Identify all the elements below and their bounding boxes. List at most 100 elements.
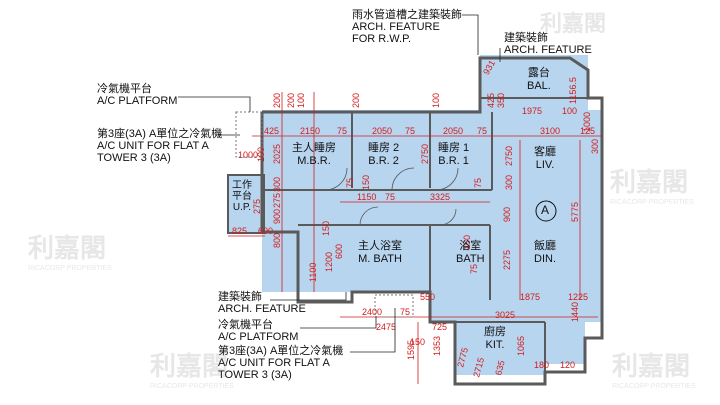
room-up-cn2: 平台 bbox=[232, 191, 252, 202]
dim-top-9: 3100 bbox=[540, 126, 560, 136]
room-liv: 客廳 LIV. bbox=[534, 146, 556, 172]
watermark-bottom-right-en: RICACORP PROPERTIES bbox=[612, 383, 696, 390]
up-wall bbox=[227, 174, 265, 234]
room-bath-en: BATH bbox=[456, 253, 485, 265]
callout-arch-top: 建築裝飾 ARCH. FEATURE bbox=[504, 32, 592, 56]
dim-misc-17: 150 bbox=[462, 235, 472, 250]
room-br1-en: B.R. 1 bbox=[438, 155, 469, 167]
room-bal-cn: 露台 bbox=[527, 67, 550, 79]
dim-vleft-1: 2025 bbox=[272, 144, 282, 164]
callout-ac-bottom: 冷氣機平台 A/C PLATFORM bbox=[218, 319, 298, 343]
dim-misc-10: 350 bbox=[496, 93, 506, 108]
room-kit-en: KIT. bbox=[485, 339, 505, 351]
room-din-cn: 飯廳 bbox=[534, 240, 556, 252]
watermark-right: 利嘉閣 RICACORP PROPERTIES bbox=[610, 162, 694, 206]
floor-din-extension bbox=[545, 292, 585, 364]
ac-platform-bottom-box bbox=[374, 294, 414, 318]
dim-vright-7: 1353 bbox=[432, 336, 442, 356]
dim-top-3: 2050 bbox=[372, 126, 392, 136]
dim-misc-14: 300 bbox=[590, 139, 600, 154]
dim-left-0: 825 bbox=[232, 226, 247, 236]
floor-balcony bbox=[480, 55, 588, 110]
dim-vright-1: 300 bbox=[504, 175, 514, 190]
door-br2 bbox=[391, 167, 415, 191]
callout-arch-bottom-cn: 建築裝飾 bbox=[218, 291, 262, 303]
dim-top-10: 125 bbox=[580, 126, 595, 136]
callout-rwp-en2: FOR R.W.P. bbox=[352, 33, 412, 45]
floor-mbath-area bbox=[352, 230, 430, 292]
callout-ac-top: 冷氣機平台 A/C PLATFORM bbox=[97, 83, 177, 107]
watermark-bottom-right: 利嘉閣 RICACORP PROPERTIES bbox=[612, 346, 696, 390]
dim-misc-7: 75 bbox=[473, 178, 483, 188]
watermark-top-cn: 利嘉閣 bbox=[540, 11, 607, 36]
dim-misc-16: 275 bbox=[252, 199, 262, 214]
floor-kitchen bbox=[455, 320, 545, 375]
room-br2-en: B.R. 2 bbox=[368, 155, 399, 167]
callout-arch-top-cn: 建築裝飾 bbox=[504, 32, 548, 44]
dim-top-0: 425 bbox=[264, 126, 279, 136]
dim-bottom-8: 550 bbox=[420, 292, 435, 302]
dim-misc-23: 120 bbox=[560, 360, 575, 370]
room-mbath-cn: 主人浴室 bbox=[358, 240, 402, 252]
dim-vright-2: 5775 bbox=[570, 202, 580, 222]
dim-top-5: 2050 bbox=[443, 126, 463, 136]
dim-mid-2: 3325 bbox=[430, 192, 450, 202]
leader-arch-bottom bbox=[270, 292, 347, 301]
dim-vleft-7: 1100 bbox=[308, 263, 318, 282]
callout-unit-top: 第3座(3A) A單位之冷氣機 A/C UNIT FOR FLAT A TOWE… bbox=[97, 128, 222, 164]
callout-unit-top-en2: TOWER 3 (3A) bbox=[97, 152, 171, 164]
room-liv-cn: 客廳 bbox=[534, 146, 556, 158]
callout-rwp: 雨水管道槽之建築裝飾 ARCH. FEATURE FOR R.W.P. bbox=[352, 9, 462, 45]
dim-top-8: 100 bbox=[562, 106, 577, 116]
watermark-bottom-left-cn: 利嘉閣 bbox=[150, 351, 229, 381]
room-mbath: 主人浴室 M. BATH bbox=[358, 240, 402, 266]
room-br1-cn: 睡房 1 bbox=[438, 142, 470, 154]
dim-misc-21: 635 bbox=[493, 359, 507, 376]
watermark-right-cn: 利嘉閣 bbox=[610, 167, 689, 197]
dim-bottom-5: 1875 bbox=[520, 292, 540, 302]
dim-misc-5: 75 bbox=[345, 178, 355, 188]
door-mbath bbox=[359, 206, 379, 226]
dim-vleft-2: 300 bbox=[272, 177, 282, 192]
door-mbr bbox=[324, 167, 348, 191]
room-liv-en: LIV. bbox=[535, 159, 555, 171]
callout-arch-top-en: ARCH. FEATURE bbox=[504, 44, 592, 56]
watermark-bottom-left: 利嘉閣 RICACORP PROPERTIES bbox=[150, 346, 234, 390]
dim-bottom-2: 2475 bbox=[376, 322, 396, 332]
dim-vright-8: 2275 bbox=[502, 250, 512, 270]
floor-up bbox=[228, 175, 264, 233]
callout-unit-top-en1: A/C UNIT FOR FLAT A bbox=[97, 140, 209, 152]
dim-mid-1: 75 bbox=[385, 192, 395, 202]
room-up: 工作 平台 U.P. bbox=[232, 180, 252, 213]
room-din: 飯廳 DIN. bbox=[534, 240, 556, 266]
dim-top-1: 2150 bbox=[300, 126, 320, 136]
room-bath-cn: 浴室 bbox=[459, 240, 482, 252]
dim-top-7: 1975 bbox=[522, 106, 542, 116]
watermark-left-en: RICACORP PROPERTIES bbox=[28, 265, 112, 272]
dim-misc-9: 425 bbox=[486, 93, 496, 108]
callout-unit-bottom-cn: 第3座(3A) A單位之冷氣機 bbox=[218, 345, 344, 357]
ac-platforms bbox=[235, 111, 414, 318]
room-up-en: U.P. bbox=[232, 202, 252, 213]
watermark-bottom-left-en: RICACORP PROPERTIES bbox=[150, 383, 234, 390]
outer-wall bbox=[260, 56, 604, 386]
callout-ac-bottom-en: A/C PLATFORM bbox=[218, 331, 299, 343]
dim-bottom-4: 3025 bbox=[495, 310, 515, 320]
callout-unit-bottom-en2: TOWER 3 (3A) bbox=[218, 369, 292, 381]
dim-misc-13: 1000 bbox=[238, 150, 258, 160]
room-bath: 浴室 BATH bbox=[456, 240, 485, 266]
room-kit: 廚房 KIT. bbox=[484, 326, 506, 352]
watermark-bottom-right-cn: 利嘉閣 bbox=[612, 351, 691, 381]
callout-ac-top-en: A/C PLATFORM bbox=[97, 95, 178, 107]
dim-vleft-3: 275 bbox=[272, 193, 282, 208]
dim-misc-18: 75 bbox=[469, 264, 479, 274]
watermark-left-cn: 利嘉閣 bbox=[28, 233, 107, 263]
dim-vleft-5: 800 bbox=[272, 233, 282, 248]
room-mbr: 主人睡房 M.B.R. bbox=[292, 142, 336, 168]
room-mbr-cn: 主人睡房 bbox=[292, 142, 336, 154]
dim-left-1: 600 bbox=[258, 226, 273, 236]
dim-vright-6: 1595 bbox=[406, 340, 416, 360]
dim-top-4: 75 bbox=[405, 126, 415, 136]
dim-vright-0: 2750 bbox=[504, 146, 514, 166]
